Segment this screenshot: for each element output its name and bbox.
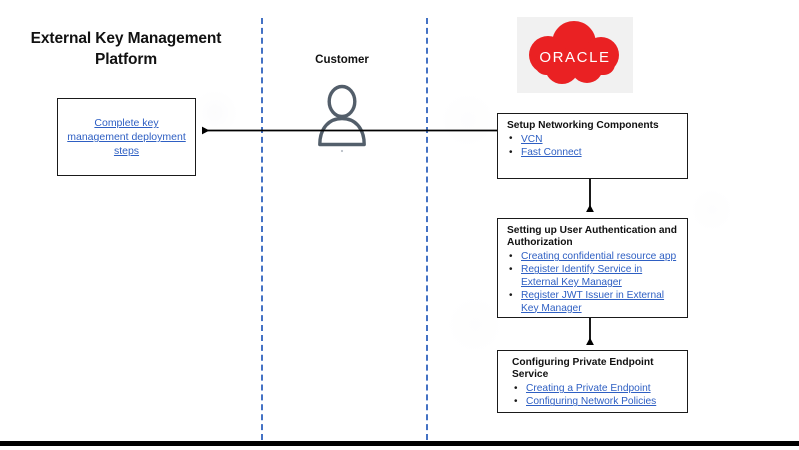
list-item[interactable]: Configuring Network Policies xyxy=(512,396,681,409)
setup-networking-components-list: VCN Fast Connect xyxy=(498,133,687,160)
setting-up-user-authentication-list: Creating confidential resource app Regis… xyxy=(498,251,687,315)
background-artifact xyxy=(446,296,504,354)
customer-lane-label: Customer xyxy=(315,54,369,66)
list-item[interactable]: Creating confidential resource app xyxy=(507,251,681,264)
setting-up-user-authentication-heading: Setting up User Authentication and Autho… xyxy=(507,225,677,249)
list-item[interactable]: Register Identify Service in External Ke… xyxy=(507,264,681,289)
configuring-private-endpoint-service-list: Creating a Private Endpoint Configuring … xyxy=(498,383,687,409)
setup-networking-components-box[interactable]: Setup Networking Components VCN Fast Con… xyxy=(497,113,688,179)
background-artifact xyxy=(192,90,238,136)
setting-up-user-authentication-box[interactable]: Setting up User Authentication and Autho… xyxy=(497,218,688,318)
complete-key-management-deployment-steps-link[interactable]: Complete key management deployment steps xyxy=(67,117,186,157)
list-item[interactable]: VCN xyxy=(507,133,681,147)
list-item[interactable]: Fast Connect xyxy=(507,147,681,160)
page-title: External Key Management Platform xyxy=(30,30,222,68)
background-artifact xyxy=(440,92,496,148)
oracle-wordmark: ORACLE xyxy=(539,49,610,66)
background-artifact xyxy=(690,188,734,232)
complete-key-management-deployment-steps-box[interactable]: Complete key management deployment steps xyxy=(57,98,196,176)
setup-networking-components-heading: Setup Networking Components xyxy=(507,120,659,131)
configuring-private-endpoint-service-box[interactable]: Configuring Private Endpoint Service Cre… xyxy=(497,350,688,413)
oracle-cloud-logo: ORACLE xyxy=(517,17,633,93)
lane-divider-left xyxy=(261,18,263,440)
lane-divider-right xyxy=(426,18,428,440)
person-icon xyxy=(310,82,374,154)
list-item[interactable]: Register JWT Issuer in External Key Mana… xyxy=(507,290,681,315)
list-item[interactable]: Creating a Private Endpoint xyxy=(512,383,681,396)
bottom-divider xyxy=(0,441,799,446)
configuring-private-endpoint-service-heading: Configuring Private Endpoint Service xyxy=(512,357,654,381)
